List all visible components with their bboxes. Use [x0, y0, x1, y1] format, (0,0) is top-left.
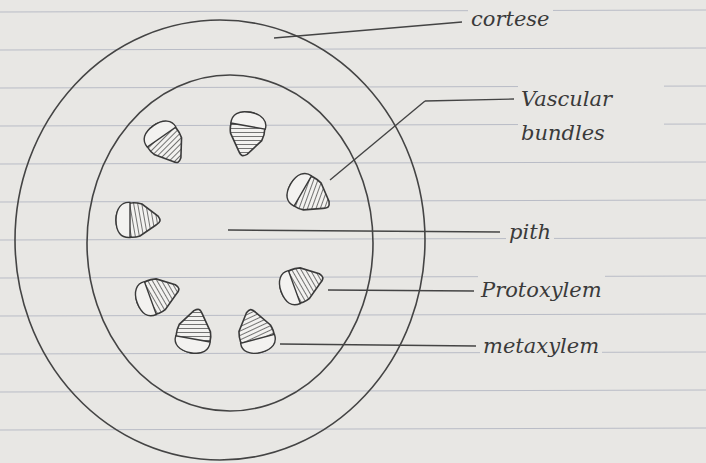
vascular-bundles	[116, 109, 338, 357]
inner-outline	[87, 75, 373, 411]
leader-lines	[228, 22, 514, 346]
part-label: metaxylem	[480, 329, 602, 363]
outer-outline	[15, 20, 425, 460]
part-label: Vascular bundles	[518, 82, 664, 150]
part-label: pith	[506, 215, 554, 249]
part-label: Protoxylem	[478, 273, 605, 307]
part-label: cortese	[468, 2, 553, 36]
